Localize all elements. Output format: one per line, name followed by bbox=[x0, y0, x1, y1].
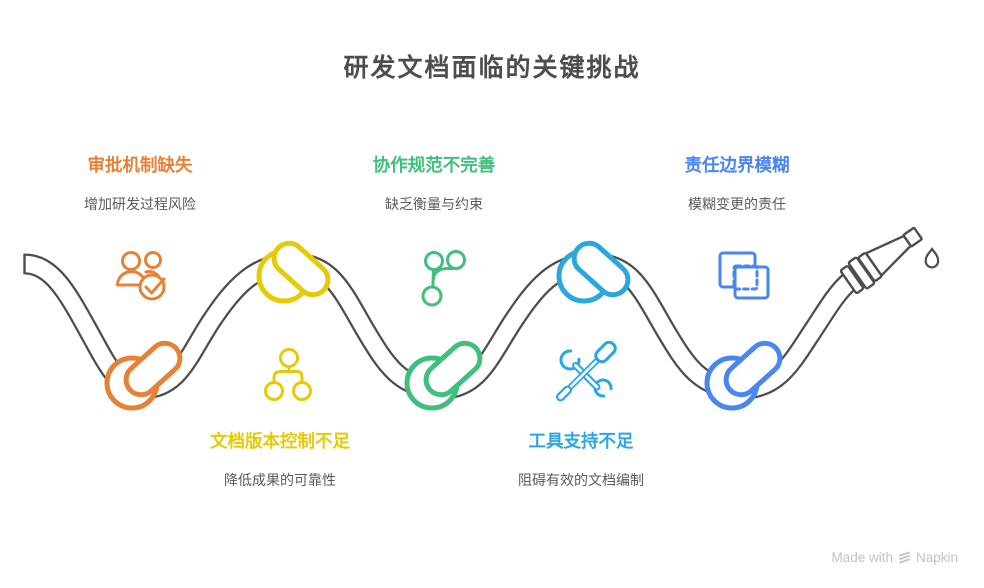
item-label: 协作规范不完善 bbox=[372, 155, 496, 175]
item-label: 工具支持不足 bbox=[528, 431, 634, 451]
knot-collaboration bbox=[404, 340, 483, 411]
item-desc: 增加研发过程风险 bbox=[84, 196, 196, 212]
hierarchy-icon bbox=[264, 348, 312, 401]
knot-versioning bbox=[256, 240, 331, 304]
knot-approval bbox=[104, 340, 183, 411]
item-desc: 缺乏衡量与约束 bbox=[385, 196, 483, 212]
git-branch-icon bbox=[421, 250, 466, 307]
watermark-prefix: Made with bbox=[831, 550, 893, 565]
page-title: 研发文档面临的关键挑战 bbox=[343, 54, 641, 82]
item-desc: 降低成果的可靠性 bbox=[224, 472, 336, 488]
water-drop-icon bbox=[924, 247, 940, 269]
users-check-icon bbox=[116, 251, 166, 301]
overlap-squares-icon bbox=[718, 251, 770, 300]
item-block-collaboration: 协作规范不完善 缺乏衡量与约束 bbox=[334, 155, 534, 214]
napkin-logo-icon bbox=[899, 551, 910, 563]
tools-icon bbox=[556, 340, 617, 402]
item-block-tooling: 工具支持不足 阻碍有效的文档编制 bbox=[481, 431, 681, 490]
watermark-brand: Napkin bbox=[915, 550, 958, 565]
item-block-versioning: 文档版本控制不足 降低成果的可靠性 bbox=[177, 431, 383, 490]
item-desc: 阻碍有效的文档编制 bbox=[518, 472, 644, 488]
item-desc: 模糊变更的责任 bbox=[688, 196, 786, 212]
item-block-responsibility: 责任边界模糊 模糊变更的责任 bbox=[637, 155, 837, 214]
item-label: 文档版本控制不足 bbox=[210, 431, 350, 451]
item-label: 审批机制缺失 bbox=[87, 155, 193, 175]
knot-responsibility bbox=[704, 340, 783, 411]
watermark: Made with Napkin bbox=[831, 550, 958, 565]
nozzle bbox=[839, 226, 923, 295]
item-label: 责任边界模糊 bbox=[684, 155, 790, 175]
item-block-approval: 审批机制缺失 增加研发过程风险 bbox=[40, 155, 240, 214]
knot-tooling bbox=[556, 240, 631, 304]
